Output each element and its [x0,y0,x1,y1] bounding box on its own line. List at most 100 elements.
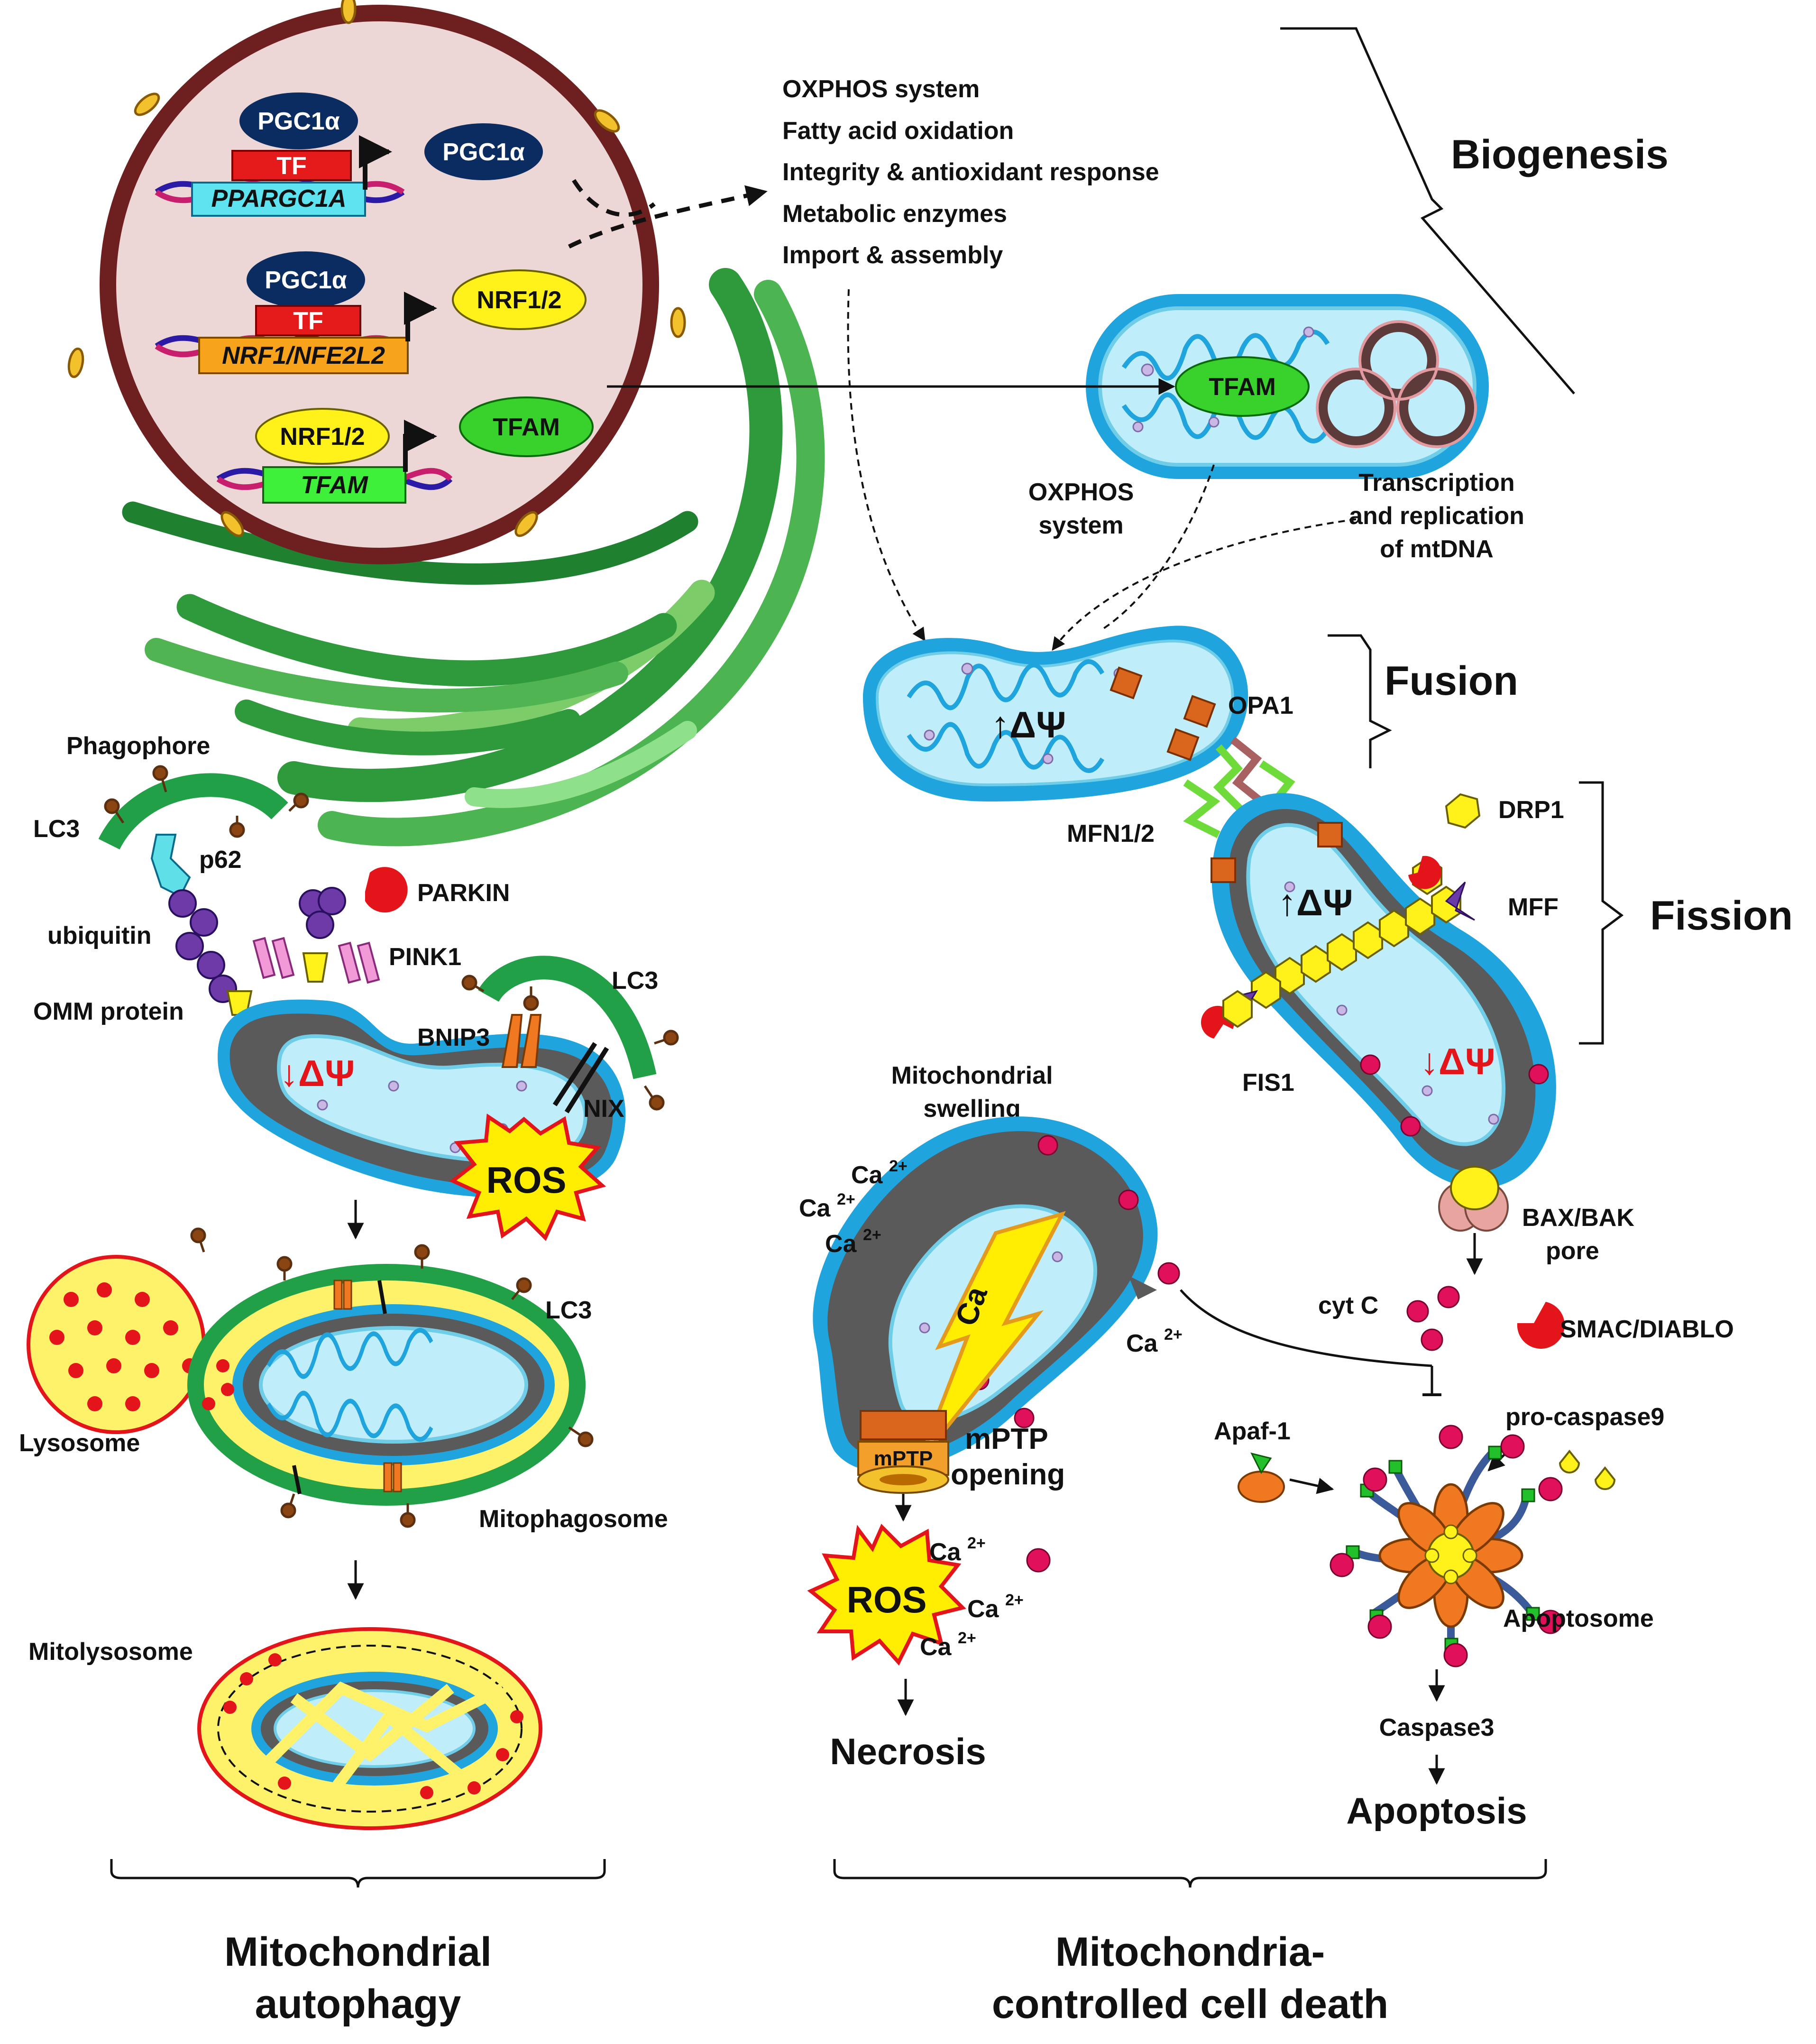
opa1-proteins [1110,666,1216,761]
targets-to-fusion-dotted [847,289,926,642]
promoter-arrow-3 [403,420,437,472]
ca-sup-1: 2+ [889,1157,908,1175]
lc3-beads-2 [461,975,679,1111]
lc3-label-1: LC3 [33,815,80,843]
fusion-title: Fusion [1385,658,1518,704]
apoptosome-label: Apoptosome [1503,1605,1654,1632]
lysosome-label: Lysosome [19,1429,140,1457]
omm-protein-label: OMM protein [33,998,184,1025]
ca-label-7: Ca [920,1633,952,1661]
ca-label-3: Ca [825,1230,857,1258]
biogenesis-bracket [1280,27,1575,395]
apaf1-to-apoptosome-arrow [1289,1478,1334,1494]
nrf12-label-1: NRF1/2 [477,286,561,314]
pink1-label: PINK1 [389,943,461,971]
mitophagosome [187,1227,594,1528]
tf-box-2 [255,305,361,336]
ca-label-5: Ca [929,1538,962,1566]
nrf-gene-label: NRF1/NFE2L2 [222,342,385,369]
mptp-opening-line2: opening [951,1458,1065,1491]
nrf-gene-box [198,337,409,374]
nrf12-oval-1 [452,269,587,330]
tfam-gene-box [262,466,406,504]
tfam-gene-label: TFAM [301,471,368,499]
oxphos-line2: system [1038,512,1123,539]
calcium-to-apoptosis-line [1180,1289,1432,1367]
biogenesis-target-list: OXPHOS system Fatty acid oxidation Integ… [782,75,1159,269]
mff-receptor [1445,881,1475,921]
pgc1a-oval-1 [239,92,358,149]
delta-psi-up-1: ↑ΔΨ [991,704,1066,746]
cyt-c-molecules [1406,1286,1460,1351]
ca-sup-3: 2+ [863,1226,881,1244]
phagophore-label: Phagophore [66,732,210,760]
pink1-proteins [252,937,380,984]
mfn-label: MFN1/2 [1067,820,1155,847]
necrosis-label: Necrosis [830,1731,986,1772]
pgc1a-label-1: PGC1α [257,108,340,135]
pgc1a-oval-3 [247,251,365,308]
cyt-c-label: cyt C [1318,1292,1378,1319]
target-import: Import & assembly [782,241,1003,269]
fusion-mitochondrion [863,626,1248,801]
endoplasmic-reticulum [122,268,825,847]
autophagy-title-line2: autophagy [255,1981,461,2027]
ros-label-2: ROS [846,1579,926,1620]
pro-caspase9-molecules [1559,1449,1616,1490]
biogenesis-to-fusion-dotted-2 [1052,518,1357,651]
oxphos-line1: OXPHOS [1028,479,1134,506]
smac-diablo-icon [1517,1302,1565,1349]
ros-label-1: ROS [486,1159,566,1201]
parkin-label: PARKIN [417,879,510,907]
phagophore-1 [98,773,288,850]
fis1-label: FIS1 [1242,1069,1294,1096]
bax-bak-pore [1438,1166,1509,1232]
tf-label-2: TF [293,307,323,335]
cell-death-title-line1: Mitochondria- [1055,1929,1325,1975]
phagophore-2 [478,956,657,1079]
pgc1a-label-3: PGC1α [265,267,347,294]
ca-sup-2: 2+ [837,1190,855,1208]
nrf-to-targets-arrow [568,185,768,249]
nrf12-label-2: NRF1/2 [280,423,365,451]
pgc-to-targets-arrow [572,179,656,217]
cell-death-bracket [833,1859,1547,1888]
nix-receptor [552,1042,609,1114]
mptp-channel [857,1410,949,1494]
target-fatty-acid: Fatty acid oxidation [782,117,1014,145]
swelling-line1: Mitochondrial [891,1062,1053,1089]
fis1-receptor-top [1408,856,1441,889]
ca-label-4: Ca [1126,1330,1158,1357]
drp1-free-icon [1445,793,1481,829]
opa1-label: OPA1 [1228,692,1293,719]
nix-label: NIX [583,1095,624,1123]
ppargc1a-gene-box [191,182,366,217]
calcium-ions-left: Ca 2+ Ca 2+ Ca 2+ [799,1157,908,1258]
biogenesis-to-fusion-dotted-1 [1099,464,1215,632]
fission-title: Fission [1650,893,1793,939]
delta-psi-down-fission: ↓ΔΨ [1420,1040,1495,1082]
fission-mitochondrion [1211,793,1556,1188]
ca-sup-7: 2+ [958,1629,976,1647]
delta-psi-down-autophagy: ↓ΔΨ [280,1052,355,1094]
delta-psi-up-2: ↑ΔΨ [1278,882,1353,923]
caspase3-label: Caspase3 [1379,1714,1495,1741]
cell-death-title-line2: controlled cell death [992,1981,1388,2027]
pro-caspase9-label: pro-caspase9 [1505,1403,1664,1431]
mptp-opening-line1: mPTP [965,1423,1048,1455]
mtdna-line3: of mtDNA [1380,535,1494,563]
mitolysosome-label: Mitolysosome [28,1638,193,1666]
bnip3-receptor [501,1014,542,1068]
lc3-label-3: LC3 [545,1297,592,1324]
fission-bracket [1579,781,1624,1045]
ros-starburst-2 [807,1524,966,1666]
autophagy-title-line1: Mitochondrial [224,1929,492,1975]
p62-adaptor [150,834,191,898]
ca-sup-4: 2+ [1164,1326,1183,1344]
mptp-channel-label: mPTP [874,1447,933,1470]
autophagy-bracket [110,1859,606,1888]
mtdna-line2: and replication [1349,502,1524,530]
fission-opa1-proteins [1211,822,1343,883]
